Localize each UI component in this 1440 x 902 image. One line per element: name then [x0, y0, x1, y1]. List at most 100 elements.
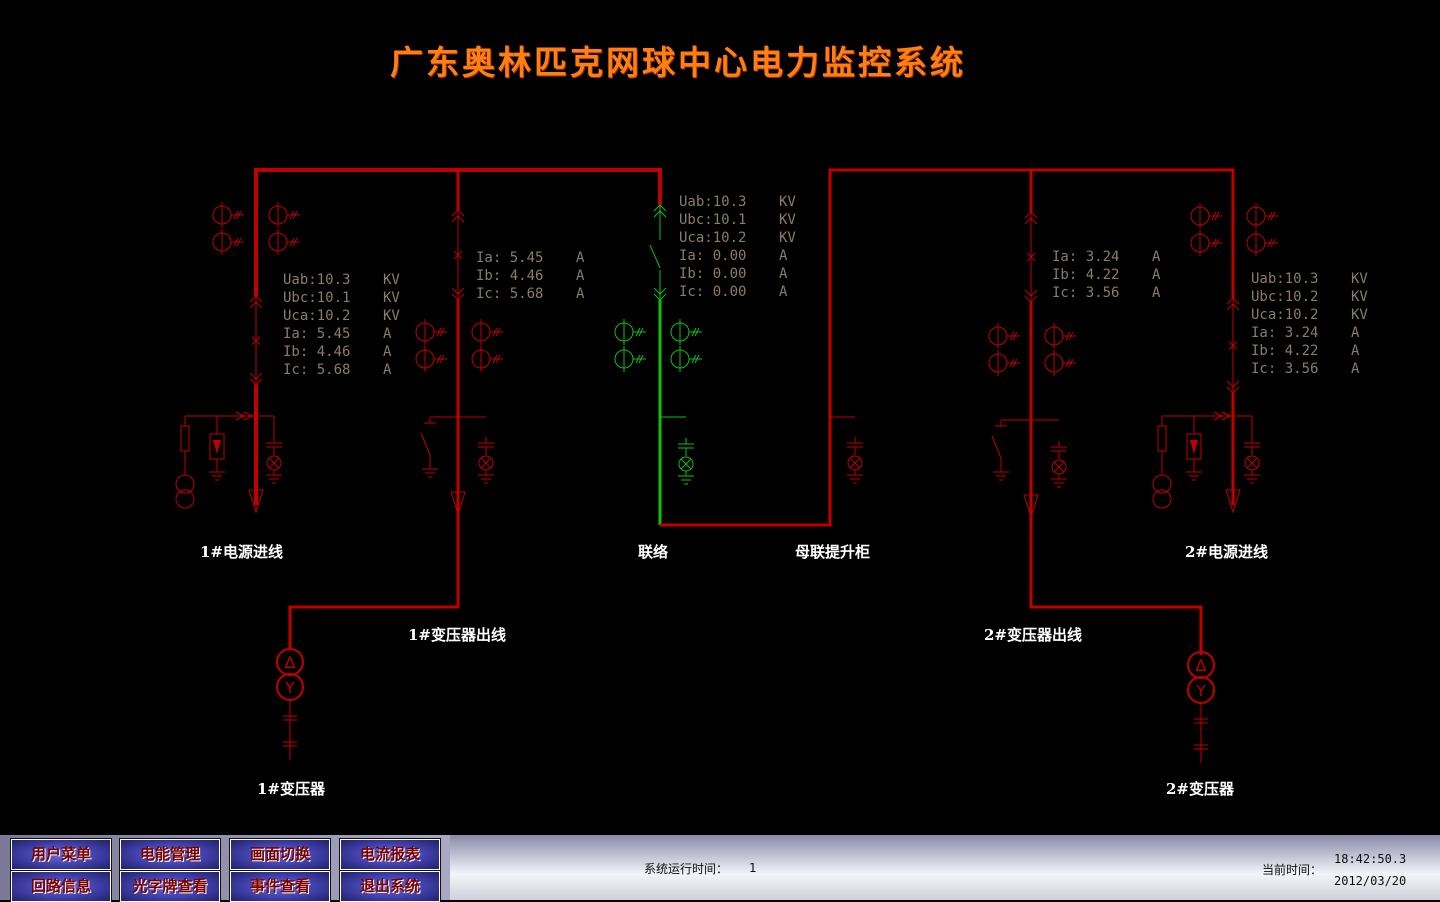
reading-unit: A — [576, 268, 585, 284]
voltage-transformer-icon — [175, 474, 195, 494]
bus-line — [495, 354, 501, 364]
reading-value: Ib: 4.46 — [283, 344, 351, 360]
reading-value: Ib: 4.22 — [1251, 343, 1319, 359]
label-transformer-2: 2#变压器 — [1166, 780, 1235, 798]
bus-line — [1053, 461, 1065, 473]
user-menu-button[interactable]: 用户菜单 — [10, 838, 112, 871]
surge-arrester-icon — [1190, 440, 1198, 454]
label-transformer-out-2: 2#变压器出线 — [984, 626, 1083, 644]
withdrawable-contact-icon — [653, 293, 667, 301]
bus-line — [480, 457, 492, 469]
reading-value: Uca:10.2 — [283, 308, 351, 324]
bus-line — [436, 354, 442, 364]
withdrawable-contact-icon — [451, 215, 465, 223]
reading-value: Ib: 0.00 — [679, 266, 747, 282]
bus-line — [1012, 358, 1018, 368]
outgoing-arrow-icon — [450, 491, 466, 516]
current-report-button[interactable]: 电流报表 — [339, 838, 441, 871]
bus-line — [694, 354, 700, 364]
reading-row: Ib: 4.46 A — [476, 267, 584, 285]
wye-symbol: Y — [1195, 682, 1206, 700]
reading-unit: A — [1152, 285, 1161, 301]
bus-line — [233, 210, 239, 220]
withdrawable-contact-icon — [451, 209, 465, 217]
voltage-transformer-icon — [1152, 489, 1172, 509]
bus-line — [236, 237, 242, 247]
reading-value: Uab:10.3 — [1251, 271, 1319, 287]
reading-unit: A — [576, 250, 585, 266]
earthing-switch-icon — [991, 435, 1002, 459]
reading-value: Ib: 4.46 — [476, 268, 544, 284]
bus-line — [1065, 331, 1071, 341]
bus-line — [233, 237, 239, 247]
earthing-switch-icon — [420, 432, 431, 456]
bus-line — [292, 237, 298, 247]
event-view-button[interactable]: 事件查看 — [229, 870, 331, 902]
withdrawable-contact-icon — [1024, 217, 1038, 225]
delta-symbol: Δ — [285, 653, 296, 672]
bus-section-2 — [660, 168, 1235, 527]
reading-value: Ubc:10.1 — [679, 212, 747, 228]
withdrawable-contact-icon — [1024, 211, 1038, 219]
reading-unit: A — [383, 344, 392, 360]
plug-icon — [1213, 411, 1224, 421]
voltage-transformer-icon — [1152, 474, 1172, 494]
plug-icon — [243, 411, 254, 421]
breaker-x-icon — [251, 336, 261, 345]
reading-row: Uab:10.3 KV — [679, 193, 796, 211]
reading-unit: A — [779, 248, 788, 264]
reading-value: Ia: 3.24 — [1052, 249, 1120, 265]
reading-unit: A — [576, 286, 585, 302]
reading-unit: KV — [1351, 271, 1368, 287]
circuit-info-button[interactable]: 回路信息 — [10, 870, 112, 902]
withdrawable-contact-icon — [653, 210, 667, 218]
energy-management-button[interactable]: 电能管理 — [119, 838, 221, 871]
feeder-transformer-1 — [288, 170, 460, 650]
reading-unit: KV — [1351, 289, 1368, 305]
current-date: 2012/03/20 — [1334, 874, 1407, 888]
bus-line — [236, 210, 242, 220]
plug-icon — [1221, 411, 1232, 421]
withdrawable-contact-icon — [653, 204, 667, 212]
withdrawable-contact-icon — [1226, 297, 1240, 305]
voltage-transformer-icon — [175, 489, 195, 509]
bus-line — [495, 327, 501, 337]
bus-line — [1267, 211, 1273, 221]
screen-switch-button[interactable]: 画面切换 — [229, 838, 331, 871]
bus-line — [1211, 211, 1217, 221]
annunciator-view-button[interactable]: 光字牌查看 — [119, 870, 221, 902]
withdrawable-contact-icon — [249, 301, 263, 309]
reading-row: Ia: 0.00 A — [679, 247, 796, 265]
outgoing-arrow-icon — [1023, 494, 1039, 519]
reading-value: Ubc:10.1 — [283, 290, 351, 306]
reading-unit: KV — [779, 194, 796, 210]
reading-value: Ia: 0.00 — [679, 248, 747, 264]
withdrawable-contact-icon — [451, 287, 465, 295]
current-time: 18:42:50.3 — [1334, 852, 1407, 866]
bus-line — [1246, 457, 1258, 469]
bus-line — [1270, 238, 1276, 248]
withdrawable-contact-icon — [1024, 295, 1038, 303]
wye-symbol: Y — [284, 679, 295, 697]
bus-line — [691, 327, 697, 337]
reading-value: Ic: 0.00 — [679, 284, 747, 300]
runtime-label: 系统运行时间： — [644, 862, 729, 876]
exit-system-button[interactable]: 退出系统 — [339, 870, 441, 902]
withdrawable-contact-icon — [1024, 289, 1038, 297]
bus-line — [439, 354, 445, 364]
bus-line — [1065, 358, 1071, 368]
bus-line — [694, 327, 700, 337]
fuse-icon — [180, 425, 190, 452]
reading-value: Ic: 5.68 — [283, 362, 351, 378]
reading-value: Uab:10.3 — [679, 194, 747, 210]
